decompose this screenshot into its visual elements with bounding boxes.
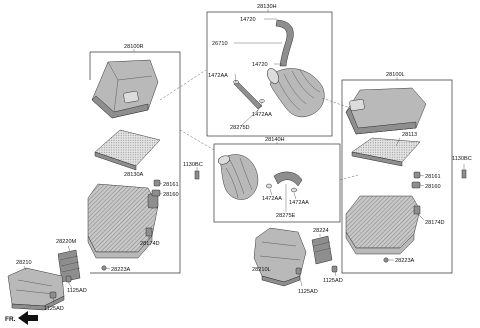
bolt-1130bc-right — [461, 164, 467, 179]
intake-duct-28140h — [219, 154, 259, 200]
label-28224: 28224 — [313, 228, 329, 234]
label-28140h: 28140H — [265, 137, 285, 143]
label-28220m: 28220M — [56, 239, 77, 245]
clip-28174d — [145, 227, 153, 237]
intake-hose-group-28130h — [206, 9, 333, 137]
label-28130a: 28130A — [124, 172, 144, 178]
bolt-1125ad — [295, 267, 302, 275]
label-28174d-left: 28174D — [140, 241, 160, 247]
label-1472aa-lower-right: 1472AA — [289, 200, 309, 206]
label-28210: 28210 — [16, 260, 32, 266]
label-1125ad-d: 1125AD — [323, 278, 343, 284]
small-tube — [233, 81, 263, 110]
duct-end-ring — [217, 155, 231, 165]
intake-hose-28130h — [269, 68, 325, 118]
group-frame-28130h — [206, 11, 333, 137]
label-1125ad-c: 1125AD — [298, 289, 318, 295]
bolt-1125ad — [331, 265, 338, 273]
label-28275d: 28275D — [230, 125, 250, 131]
label-1472aa-upper-right: 1472AA — [252, 112, 272, 118]
air-cleaner-group-28100r — [87, 49, 181, 274]
intake-duct-28210 — [7, 265, 73, 311]
label-28100l: 28100L — [386, 72, 405, 78]
label-1472aa-lower-left: 1472AA — [262, 196, 282, 202]
grommet-28161 — [153, 179, 161, 187]
label-26710: 26710 — [212, 41, 228, 47]
tube-28275e — [273, 171, 303, 187]
label-1125ad-b: 1125AD — [44, 306, 64, 312]
label-28223a-right: 28223A — [395, 258, 415, 264]
label-28174d-right: 28174D — [425, 220, 445, 226]
hose-clamp — [265, 183, 273, 189]
insulator-28160 — [151, 189, 161, 197]
group-frame-28100l — [341, 79, 453, 274]
bolt-28223a — [101, 265, 107, 271]
air-filter-28113 — [351, 137, 421, 163]
bolt-1125ad — [65, 275, 72, 283]
label-1125ad-a: 1125AD — [67, 288, 87, 294]
cover-inlet — [349, 99, 365, 111]
bolt-28223a-right — [383, 257, 389, 263]
label-1130bc-right: 1130BC — [452, 156, 472, 162]
label-28161-right: 28161 — [425, 174, 441, 180]
insulator-28160-right — [411, 181, 421, 189]
label-28100r: 28100R — [124, 44, 144, 50]
breather-hose — [275, 19, 294, 67]
hose-clamp — [290, 187, 298, 193]
label-14720-mid: 14720 — [252, 62, 268, 68]
bolt-1130bc-left — [194, 167, 200, 180]
label-28161-left: 28161 — [163, 182, 179, 188]
label-front: FR. — [5, 316, 16, 323]
label-28210l: 28210L — [252, 267, 271, 273]
label-28130h: 28130H — [257, 4, 277, 10]
arrow-icon — [18, 311, 38, 325]
label-1472aa-upper-left: 1472AA — [208, 73, 228, 79]
label-28223a-left: 28223A — [111, 267, 131, 273]
hose-end-ring — [267, 68, 279, 84]
intake-hose-group-28140h — [213, 142, 341, 223]
group-frame-28100r — [89, 51, 181, 274]
front-direction-arrow — [18, 311, 38, 325]
part-labels: 28130H 14720 26710 14720 1472AA 1472AA 2… — [5, 4, 472, 323]
air-cleaner-group-28100l — [341, 77, 453, 274]
label-1130bc-left: 1130BC — [183, 162, 203, 168]
hose-clamp — [259, 98, 265, 104]
bolt-1125ad — [49, 291, 57, 299]
label-28275e: 28275E — [276, 213, 296, 219]
label-28113: 28113 — [402, 132, 417, 138]
bracket-28220m — [57, 245, 81, 283]
air-filter-28130a — [94, 129, 161, 167]
label-14720-top: 14720 — [240, 17, 256, 23]
clip-28174d-right — [413, 205, 421, 215]
intake-duct-28210l — [253, 227, 307, 287]
label-28160-right: 28160 — [425, 184, 441, 190]
grommet-28161-right — [413, 171, 421, 179]
label-28160-left: 28160 — [163, 192, 179, 198]
bracket-28224 — [311, 234, 338, 277]
cover-outlet — [123, 90, 139, 104]
